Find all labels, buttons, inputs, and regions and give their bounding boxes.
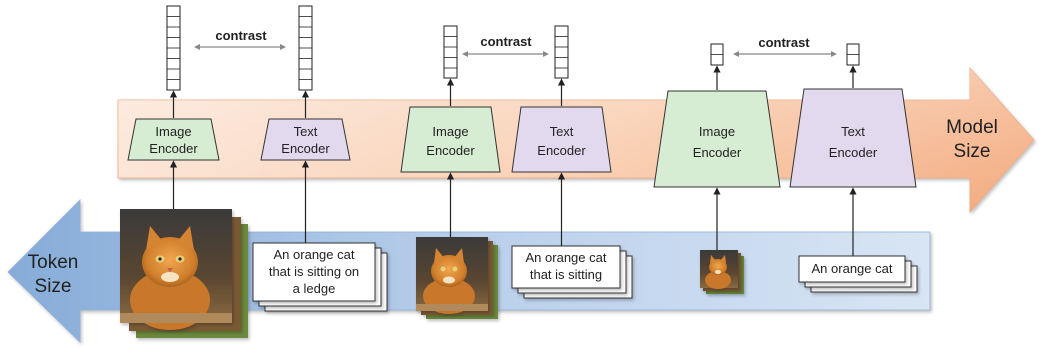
caption-1-line-1: An orange cat: [274, 247, 355, 262]
contrast-label-3: contrast: [758, 35, 810, 50]
contrast-label-2: contrast: [480, 34, 532, 49]
image-embedding-vector-1: [166, 5, 181, 91]
caption-card-stack-3: An orange cat: [798, 255, 918, 293]
svg-text:Encoder: Encoder: [281, 141, 330, 156]
text-encoder-3: Text Encoder: [789, 88, 917, 188]
cat-image-stack-2: [416, 237, 498, 319]
contrast-label-1: contrast: [215, 28, 267, 43]
svg-text:Encoder: Encoder: [829, 145, 878, 160]
image-embedding-vector-2: [443, 25, 458, 79]
caption-2-line-1: An orange cat: [526, 250, 607, 265]
token-axis-label-1: Token: [28, 252, 79, 273]
cat-image-stack-1: [120, 209, 248, 338]
image-encoder-3: Image Encoder: [653, 90, 781, 188]
image-encoder-1: Image Encoder: [127, 118, 220, 161]
caption-card-stack-1: An orange cat that is sitting on a ledge: [252, 242, 388, 312]
caption-1-line-3: a ledge: [293, 281, 336, 296]
model-axis-label-1: Model: [946, 117, 998, 138]
caption-2-line-2: that is sitting: [530, 267, 602, 282]
caption-card-stack-2: An orange cat that is sitting: [511, 245, 633, 299]
text-embedding-vector-2: [554, 25, 569, 79]
image-encoder-2: Image Encoder: [400, 106, 501, 173]
svg-text:Encoder: Encoder: [693, 145, 742, 160]
text-encoder-2: Text Encoder: [511, 106, 612, 173]
caption-3-line-1: An orange cat: [812, 261, 893, 276]
svg-text:Text: Text: [841, 124, 865, 139]
svg-text:Text: Text: [550, 124, 574, 139]
text-encoder-1: Text Encoder: [260, 118, 351, 161]
svg-text:Image: Image: [155, 124, 191, 139]
caption-1-line-2: that is sitting on: [269, 264, 359, 279]
text-embedding-vector-1: [298, 5, 313, 91]
cat-image-stack-3: [700, 250, 744, 294]
svg-text:Image: Image: [432, 124, 468, 139]
image-embedding-vector-3: [710, 43, 724, 66]
token-axis-label-2: Size: [35, 276, 72, 297]
text-embedding-vector-3: [846, 43, 860, 66]
model-axis-label-2: Size: [954, 141, 991, 162]
svg-text:Text: Text: [294, 124, 318, 139]
svg-text:Image: Image: [699, 124, 735, 139]
svg-text:Encoder: Encoder: [537, 143, 586, 158]
svg-text:Encoder: Encoder: [426, 143, 475, 158]
svg-text:Encoder: Encoder: [149, 141, 198, 156]
